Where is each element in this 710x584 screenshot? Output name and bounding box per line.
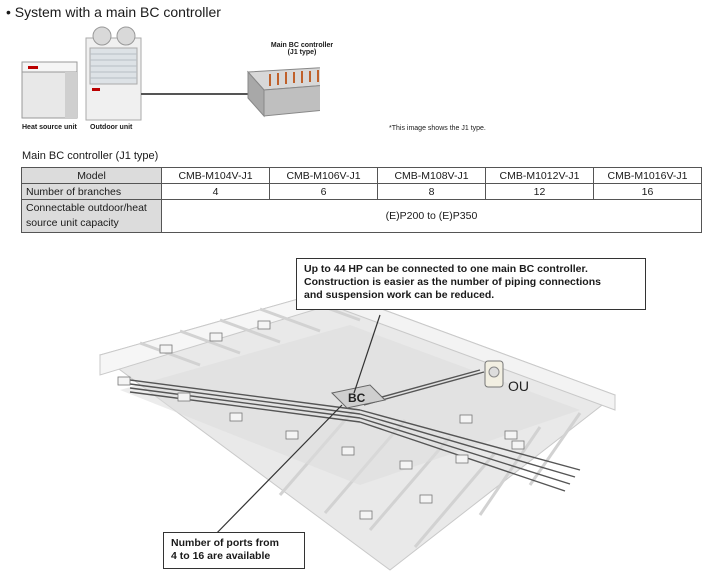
model-cell: CMB-M108V-J1	[377, 167, 486, 184]
branches-cell: 8	[377, 183, 486, 200]
indoor-unit-icon	[257, 320, 271, 330]
callout-line: and suspension work can be reduced.	[304, 289, 495, 301]
indoor-units	[117, 320, 525, 520]
branches-cell: 6	[269, 183, 378, 200]
indoor-unit-icon	[504, 430, 518, 440]
callout-line: Number of ports from	[171, 537, 279, 549]
branches-cell: 4	[161, 183, 270, 200]
bc-controller-box: BC	[330, 384, 387, 409]
ou-label: OU	[508, 378, 529, 394]
indoor-unit-icon	[399, 460, 413, 470]
table-caption: Main BC controller (J1 type)	[22, 150, 159, 162]
indoor-unit-icon	[229, 412, 243, 422]
table-row: Number of branches 4 6 8 12 16	[21, 183, 702, 200]
model-cell: CMB-M1016V-J1	[593, 167, 702, 184]
spec-table: Model CMB-M104V-J1 CMB-M106V-J1 CMB-M108…	[21, 167, 702, 233]
capacity-cell: (E)P200 to (E)P350	[161, 199, 702, 233]
callout-ports: Number of ports from 4 to 16 are availab…	[163, 532, 305, 569]
bc-controller-image	[246, 67, 320, 118]
section-heading: • System with a main BC controller	[6, 4, 221, 20]
model-cell: CMB-M106V-J1	[269, 167, 378, 184]
header-cell: Model	[21, 167, 162, 184]
bc-controller-title: Main BC controller (J1 type)	[262, 42, 342, 56]
indoor-unit-icon	[359, 510, 373, 520]
capacity-label-line2: source unit capacity	[26, 217, 119, 229]
heat-source-unit-image	[21, 61, 78, 119]
outdoor-unit-image	[85, 26, 142, 121]
bc-label: BC	[348, 391, 366, 405]
indoor-unit-icon	[341, 446, 355, 456]
outdoor-unit-icon: OU	[484, 360, 529, 394]
callout-line: Up to 44 HP can be connected to one main…	[304, 263, 588, 275]
outdoor-unit-label: Outdoor unit	[90, 124, 133, 131]
capacity-label-line1: Connectable outdoor/heat	[26, 202, 147, 214]
branches-cell: 12	[485, 183, 594, 200]
building-diagram: BC OU	[98, 289, 617, 571]
indoor-unit-icon	[177, 392, 191, 402]
indoor-unit-icon	[117, 376, 131, 386]
indoor-unit-icon	[285, 430, 299, 440]
callout-main-bc: Up to 44 HP can be connected to one main…	[296, 258, 646, 310]
table-row: Connectable outdoor/heat source unit cap…	[21, 199, 702, 233]
heat-source-unit-label: Heat source unit	[22, 124, 77, 131]
table-row: Model CMB-M104V-J1 CMB-M106V-J1 CMB-M108…	[21, 167, 702, 184]
indoor-unit-icon	[419, 494, 433, 504]
callout-line: 4 to 16 are available	[171, 550, 271, 562]
image-note: *This image shows the J1 type.	[389, 125, 486, 132]
indoor-unit-icon	[209, 332, 223, 342]
product-images	[21, 26, 320, 121]
branches-cell: 16	[593, 183, 702, 200]
indoor-unit-icon	[511, 440, 525, 450]
indoor-unit-icon	[459, 414, 473, 424]
bc-title-line1: Main BC controller	[270, 42, 334, 49]
bc-title-line2: (J1 type)	[287, 49, 317, 56]
model-cell: CMB-M104V-J1	[161, 167, 270, 184]
model-cell: CMB-M1012V-J1	[485, 167, 594, 184]
header-cell: Connectable outdoor/heat source unit cap…	[21, 199, 162, 233]
callout-line: Construction is easier as the number of …	[304, 276, 601, 288]
indoor-unit-icon	[159, 344, 173, 354]
header-cell: Number of branches	[21, 183, 162, 200]
indoor-unit-icon	[455, 454, 469, 464]
callout-pointers	[209, 314, 381, 541]
